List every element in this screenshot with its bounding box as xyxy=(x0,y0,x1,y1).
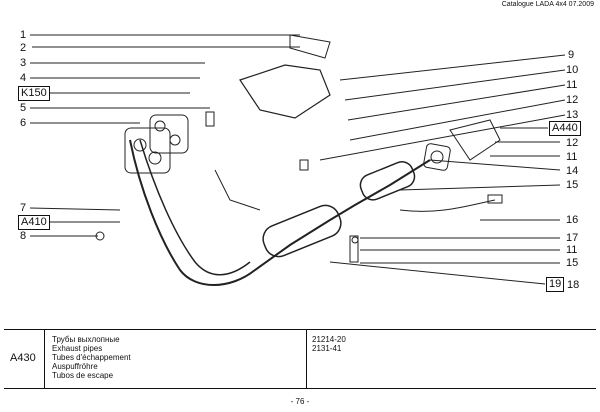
callout-11b: 11 xyxy=(566,151,578,163)
description-de: Auspuffröhre xyxy=(52,362,98,371)
parts-footer: A430 Трубы выхлопные Exhaust pipes Tubes… xyxy=(4,329,596,389)
callout-17: 17 xyxy=(566,232,579,244)
callout-8: 8 xyxy=(20,230,27,242)
callout-2: 2 xyxy=(20,42,27,54)
model-number: 21214-20 xyxy=(312,335,346,344)
callout-a410: A410 xyxy=(18,215,50,230)
callout-15b: 15 xyxy=(566,257,579,269)
exhaust-diagram xyxy=(29,34,566,286)
callout-3: 3 xyxy=(20,57,27,69)
callout-12: 12 xyxy=(566,94,579,106)
callout-18: 18 xyxy=(567,279,580,291)
catalog-header: Catalogue LADA 4x4 07.2009 xyxy=(501,1,594,8)
description-fr: Tubes d'échappement xyxy=(52,353,131,362)
callout-1: 1 xyxy=(20,29,27,41)
callout-k150: K150 xyxy=(18,86,50,101)
footer-divider-2 xyxy=(306,330,307,388)
callout-19: 19 xyxy=(546,277,565,292)
callout-15: 15 xyxy=(566,179,579,191)
model-numbers: 21214-20 2131-41 xyxy=(312,335,346,353)
footer-divider xyxy=(44,330,45,388)
description-ru: Трубы выхлопные xyxy=(52,335,120,344)
callout-10: 10 xyxy=(566,64,579,76)
callout-7: 7 xyxy=(20,202,27,214)
callout-14: 14 xyxy=(566,165,579,177)
model-number: 2131-41 xyxy=(312,344,342,353)
callout-4: 4 xyxy=(20,72,27,84)
page-number: - 76 - xyxy=(290,397,310,406)
callout-5: 5 xyxy=(20,102,27,114)
group-code: A430 xyxy=(10,352,36,364)
callout-11: 11 xyxy=(566,79,578,91)
callout-6: 6 xyxy=(20,117,27,129)
group-descriptions: Трубы выхлопные Exhaust pipes Tubes d'éc… xyxy=(52,335,131,380)
callout-11c: 11 xyxy=(566,244,578,256)
callout-16: 16 xyxy=(566,214,579,226)
callout-9: 9 xyxy=(568,49,575,61)
description-en: Exhaust pipes xyxy=(52,344,103,353)
description-es: Tubos de escape xyxy=(52,371,114,380)
callout-a440: A440 xyxy=(549,121,581,136)
callout-12b: 12 xyxy=(566,137,579,149)
callout-13: 13 xyxy=(566,109,579,121)
